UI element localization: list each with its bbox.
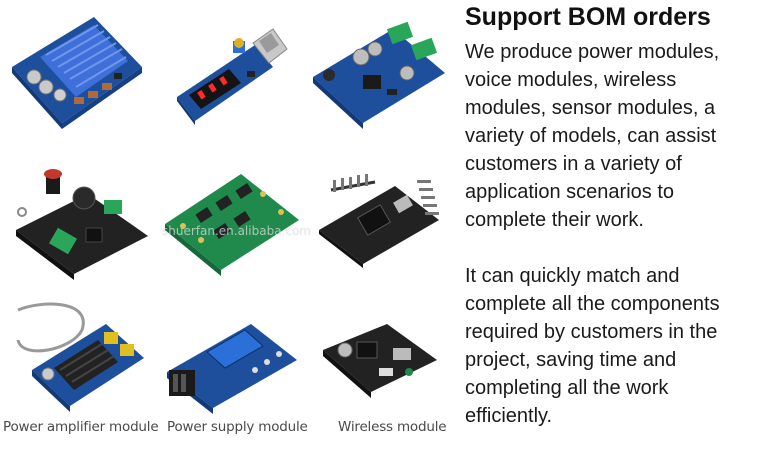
description-paragraph-1: We produce power modules, voice modules,… [465,41,720,231]
page-title: Support BOM orders [465,3,711,31]
module-image-knob-amplifier [2,150,152,290]
module-image-dev-board [305,150,455,290]
module-image-terminal-board [305,5,455,145]
caption-power-supply-module: Power supply module [167,419,308,435]
module-image-power-amplifier [2,290,152,430]
product-image-grid: shuerfan.en.alibaba.com Power amplifier … [2,5,455,435]
watermark: shuerfan.en.alibaba.com [162,224,311,238]
caption-wireless-module: Wireless module [338,419,447,435]
module-image-wireless [305,290,455,430]
description-paragraph-2: It can quickly match and complete all th… [465,265,720,427]
caption-power-amplifier-module: Power amplifier module [3,419,159,435]
module-image-heatsink-amplifier [2,5,152,145]
description-column: Support BOM orders We produce power modu… [465,2,755,430]
module-image-power-supply [155,290,305,430]
module-image-green-board [155,150,305,290]
module-image-usb-display [155,5,305,145]
